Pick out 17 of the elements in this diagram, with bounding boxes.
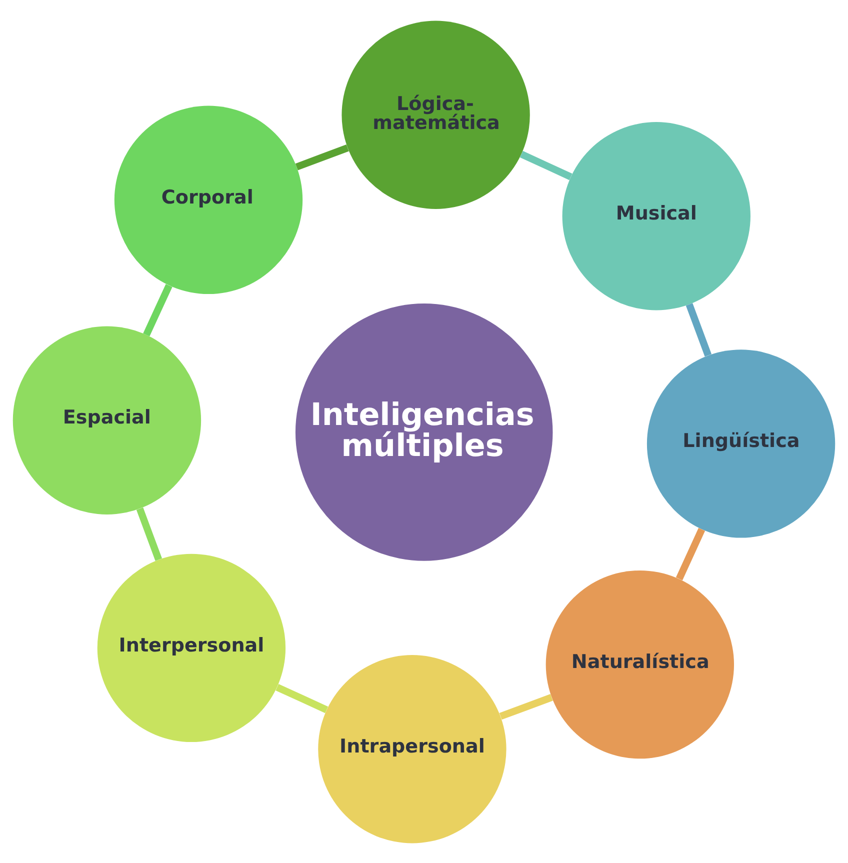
node-circle: Interpersonal	[97, 553, 286, 742]
node-circle: Intrapersonal	[318, 654, 506, 843]
node-circle: Lingüística	[646, 349, 836, 538]
connector	[520, 150, 572, 180]
node-circle: Naturalística	[546, 570, 734, 758]
node-circle: Inteligencias múltiples	[295, 303, 553, 560]
node-circle: Corporal	[114, 105, 303, 294]
node-circle: Musical	[562, 122, 750, 310]
connector	[143, 283, 172, 336]
connector	[686, 302, 712, 356]
connector	[499, 694, 553, 720]
connector	[276, 683, 328, 713]
connector	[295, 144, 349, 170]
connector	[136, 506, 162, 560]
connector	[676, 527, 706, 580]
node-circle: Espacial	[12, 326, 202, 514]
node-circle: Lógica-matemática	[342, 20, 530, 208]
